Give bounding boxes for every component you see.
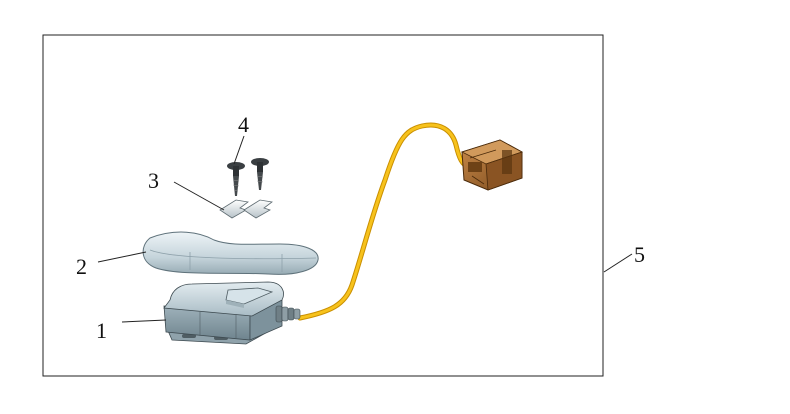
leader-line-3 <box>173 181 225 211</box>
callout-2: 2 <box>76 254 87 279</box>
leader-line-2 <box>97 251 147 263</box>
strain-relief <box>275 305 301 323</box>
leader-line-1 <box>121 319 167 323</box>
wire-harness <box>297 122 473 321</box>
cover-pad <box>142 231 319 275</box>
callout-3: 3 <box>148 168 159 193</box>
wire-connector <box>460 139 523 191</box>
callout-4: 4 <box>238 112 249 137</box>
diagram-frame <box>42 34 604 377</box>
leader-line-5 <box>603 253 633 273</box>
clip <box>219 199 273 219</box>
callout-1: 1 <box>96 318 107 343</box>
screw <box>227 158 269 196</box>
leader-line-4 <box>233 135 245 165</box>
sensor-housing <box>163 281 301 345</box>
callout-5: 5 <box>634 242 645 267</box>
